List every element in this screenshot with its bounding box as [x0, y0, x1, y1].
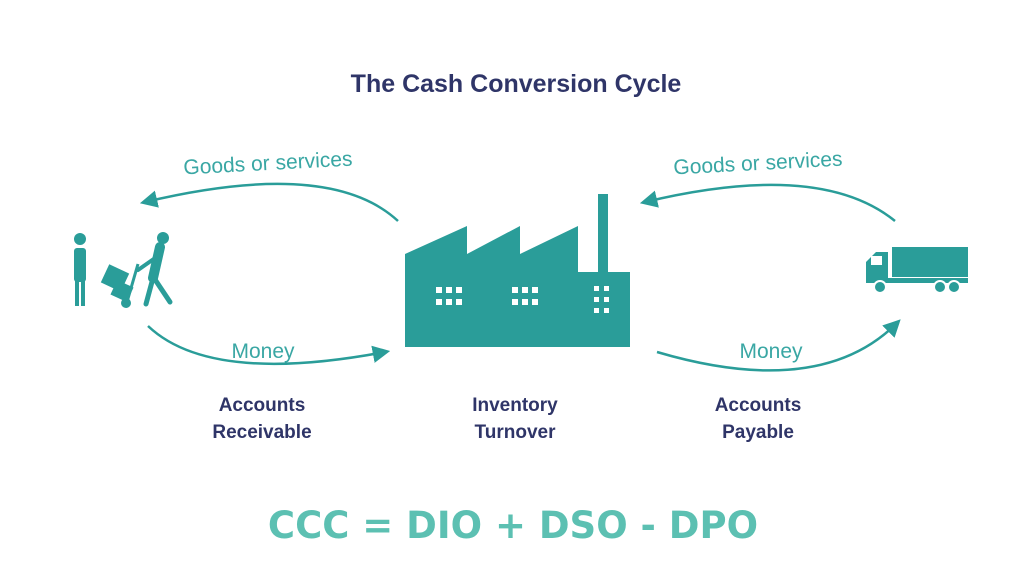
arrow-money-right — [656, 319, 901, 372]
caption-accounts-payable-line1: Accounts — [715, 395, 802, 416]
formula: CCC = DIO + DSO - DPO — [268, 504, 758, 547]
caption-accounts-receivable-line2: Receivable — [212, 422, 311, 443]
customer-icon — [74, 232, 173, 308]
arrow-label-money-left: Money — [231, 340, 295, 363]
arrow-label-goods-left: Goods or services — [183, 148, 353, 180]
truck-icon — [866, 247, 968, 294]
arrow-money-left — [147, 325, 391, 366]
arrow-goods-right — [639, 183, 896, 222]
arrow-label-goods-right: Goods or services — [673, 148, 843, 180]
caption-inventory-turnover-line1: Inventory — [472, 395, 558, 416]
arrow-goods-left — [139, 182, 399, 222]
caption-accounts-payable-line2: Payable — [722, 422, 794, 443]
caption-inventory-turnover-line2: Turnover — [475, 422, 557, 443]
factory-icon — [405, 194, 630, 347]
caption-accounts-receivable-line1: Accounts — [219, 395, 306, 416]
diagram-title: The Cash Conversion Cycle — [351, 70, 682, 98]
arrow-label-money-right: Money — [739, 340, 803, 363]
